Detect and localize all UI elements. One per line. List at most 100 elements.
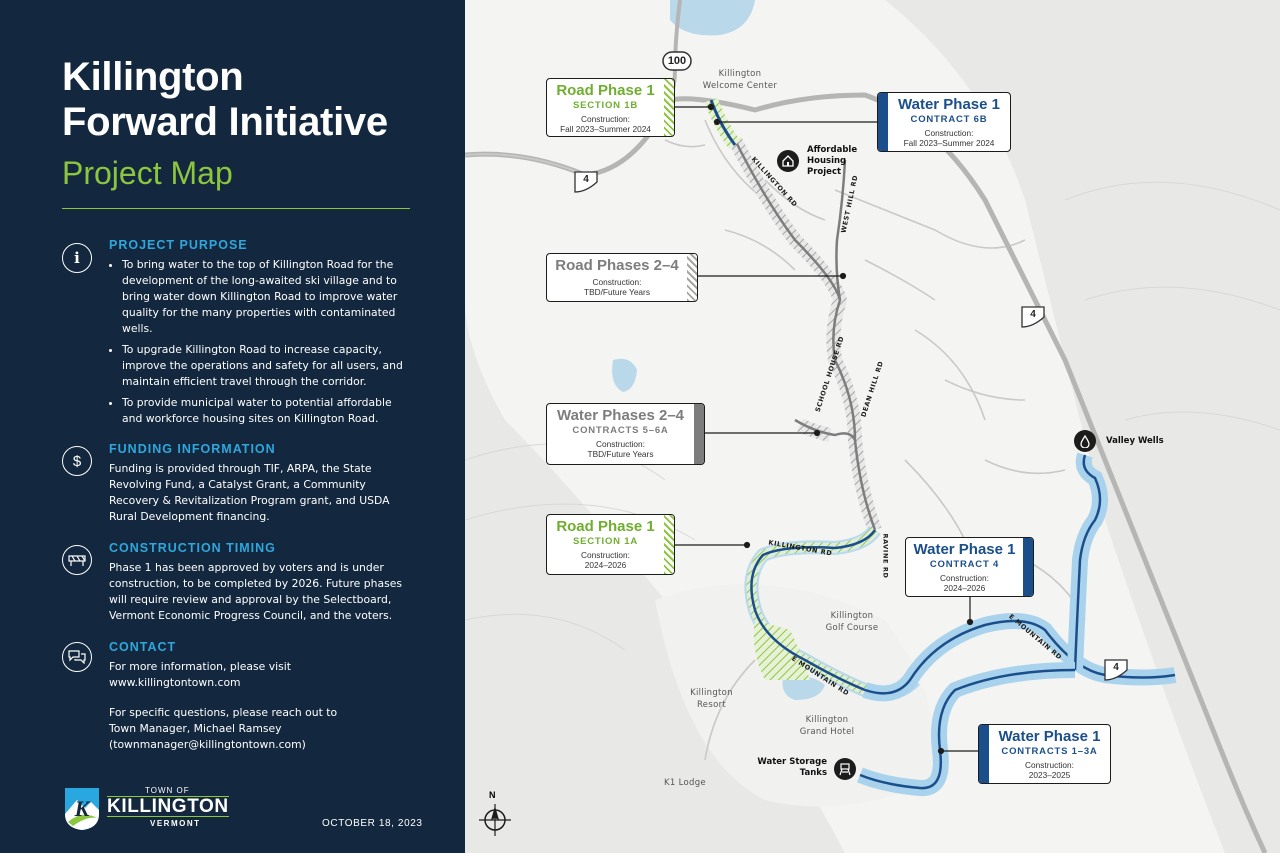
- funding-body: Funding is provided through TIF, ARPA, t…: [109, 461, 414, 534]
- funding-text: Funding is provided through TIF, ARPA, t…: [109, 462, 390, 523]
- water-color-stripe: [878, 93, 888, 151]
- purpose-heading: PROJECT PURPOSE: [109, 238, 248, 252]
- info-icon: i: [62, 243, 92, 273]
- callout-date: 2023–2025: [1028, 770, 1071, 780]
- road-hatch-stripe: [664, 515, 674, 574]
- svg-text:K: K: [74, 796, 91, 821]
- mountain-logo-icon: K: [65, 788, 99, 830]
- logo-bottom-text: VERMONT: [150, 819, 201, 828]
- purpose-bullet: To provide municipal water to potential …: [122, 395, 414, 427]
- town-logo: K TOWN OF KILLINGTON VERMONT: [65, 786, 235, 832]
- callout-sub: SECTION 1A: [572, 536, 638, 547]
- water-drop-icon[interactable]: [1074, 430, 1096, 452]
- ravine-rd-label: RAVINE RD: [881, 533, 890, 579]
- route-shield-4-icon: [574, 171, 598, 193]
- road-hatch-stripe: [687, 254, 697, 301]
- callout-sub: CONTRACT 4: [929, 559, 1000, 570]
- killington-resort-label: Killington Resort: [679, 687, 744, 711]
- water-phases-2-4-callout[interactable]: Water Phases 2–4 CONTRACTS 5–6A Construc…: [546, 403, 705, 465]
- callout-small: Construction:: [596, 439, 645, 449]
- water-phase-contracts-1-3a-callout[interactable]: Water Phase 1 CONTRACTS 1–3A Constructio…: [978, 724, 1111, 784]
- north-arrow-icon: [479, 804, 511, 836]
- callout-date: Fall 2023–Summer 2024: [560, 124, 651, 134]
- callout-small: Construction:: [581, 114, 630, 124]
- water-phase-contract-4-callout[interactable]: Water Phase 1 CONTRACT 4 Construction: 2…: [905, 537, 1034, 597]
- callout-sub: CONTRACT 6B: [910, 114, 988, 125]
- water-storage-tanks-label: Water Storage Tanks: [755, 757, 827, 779]
- page-subtitle: Project Map: [62, 155, 233, 191]
- road-hatch-stripe: [664, 79, 674, 136]
- callout-title: Road Phase 1: [556, 518, 655, 535]
- contact-name: Town Manager, Michael Ramsey: [109, 722, 282, 735]
- place-text: Welcome Center: [702, 81, 778, 91]
- house-icon[interactable]: [777, 150, 799, 172]
- purpose-bullet: To bring water to the top of Killington …: [122, 257, 414, 337]
- contact-body: For more information, please visit www.ki…: [109, 659, 414, 762]
- water-color-stripe: [979, 725, 989, 783]
- purpose-bullet: To upgrade Killington Road to increase c…: [122, 342, 414, 390]
- callout-title: Water Phase 1: [913, 541, 1016, 558]
- construction-barrier-icon: [62, 545, 92, 575]
- divider: [62, 208, 410, 209]
- map-canvas: [465, 0, 1280, 853]
- k1-lodge-label: K1 Lodge: [664, 778, 706, 788]
- contact-text: For more information, please visit: [109, 660, 291, 673]
- place-text: Resort: [696, 700, 726, 710]
- timing-body: Phase 1 has been approved by voters and …: [109, 560, 414, 633]
- callout-small: Construction:: [592, 277, 642, 287]
- callout-date: TBD/Future Years: [584, 287, 650, 297]
- callout-title: Water Phases 2–4: [556, 407, 685, 424]
- water-tower-icon[interactable]: [834, 758, 856, 780]
- place-text: Housing: [807, 156, 847, 166]
- contact-heading: CONTACT: [109, 640, 177, 654]
- callout-small: Construction:: [1025, 760, 1074, 770]
- timing-text: Phase 1 has been approved by voters and …: [109, 561, 402, 622]
- email-link[interactable]: (townmanager@killingtontown.com): [109, 738, 306, 751]
- route-shield-4-icon: [1104, 659, 1128, 681]
- water-color-stripe: [694, 404, 704, 464]
- place-text: Affordable: [807, 145, 858, 155]
- callout-date: Fall 2023–Summer 2024: [903, 138, 995, 148]
- callout-date: 2024–2026: [943, 583, 986, 593]
- place-text: Killington: [830, 611, 874, 621]
- website-link[interactable]: www.killingtontown.com: [109, 676, 241, 689]
- grand-hotel-label: Killington Grand Hotel: [787, 714, 867, 738]
- callout-title: Road Phases 2–4: [555, 257, 679, 274]
- route-4-label: 4: [1030, 309, 1036, 320]
- page-title: Killington Forward Initiative: [62, 55, 388, 145]
- place-text: Golf Course: [825, 623, 879, 633]
- title-line-1: Killington: [62, 55, 244, 99]
- project-map[interactable]: 100 4 4 4 N Road Phase 1 SECTION 1B Cons…: [465, 0, 1280, 853]
- welcome-center-label: Killington Welcome Center: [700, 68, 780, 92]
- callout-sub: SECTION 1B: [572, 100, 638, 111]
- callout-date: 2024–2026: [584, 560, 627, 570]
- water-phase-6b-callout[interactable]: Water Phase 1 CONTRACT 6B Construction: …: [877, 92, 1011, 152]
- callout-title: Road Phase 1: [556, 82, 655, 99]
- purpose-body: To bring water to the top of Killington …: [109, 257, 414, 432]
- title-line-2: Forward Initiative: [62, 100, 388, 144]
- water-color-stripe: [1023, 538, 1033, 596]
- contact-text-2: For specific questions, please reach out…: [109, 706, 338, 719]
- route-shield-4-icon: [1021, 306, 1045, 328]
- callout-small: Construction:: [924, 128, 974, 138]
- dollar-icon: $: [62, 446, 92, 476]
- road-phases-2-4-callout[interactable]: Road Phases 2–4 Construction: TBD/Future…: [546, 253, 698, 302]
- place-text: Water Storage: [757, 757, 827, 767]
- callout-date: TBD/Future Years: [587, 449, 654, 459]
- funding-heading: FUNDING INFORMATION: [109, 442, 276, 456]
- place-text: Killington: [805, 715, 849, 725]
- callout-title: Water Phase 1: [898, 96, 1000, 113]
- logo-top-text: TOWN OF: [145, 786, 190, 795]
- timing-heading: CONSTRUCTION TIMING: [109, 541, 276, 555]
- place-text: Killington: [690, 688, 733, 698]
- route-4-label: 4: [583, 174, 589, 185]
- affordable-housing-label: Affordable Housing Project: [807, 145, 857, 178]
- road-phase-1a-callout[interactable]: Road Phase 1 SECTION 1A Construction: 20…: [546, 514, 675, 575]
- sidebar-panel: Killington Forward Initiative Project Ma…: [0, 0, 465, 853]
- callout-title: Water Phase 1: [998, 728, 1101, 745]
- route-shield-100-icon: [662, 51, 692, 71]
- callout-small: Construction:: [940, 573, 989, 583]
- place-text: Grand Hotel: [799, 727, 855, 737]
- north-label: N: [489, 790, 496, 800]
- road-phase-1b-callout[interactable]: Road Phase 1 SECTION 1B Construction: Fa…: [546, 78, 675, 137]
